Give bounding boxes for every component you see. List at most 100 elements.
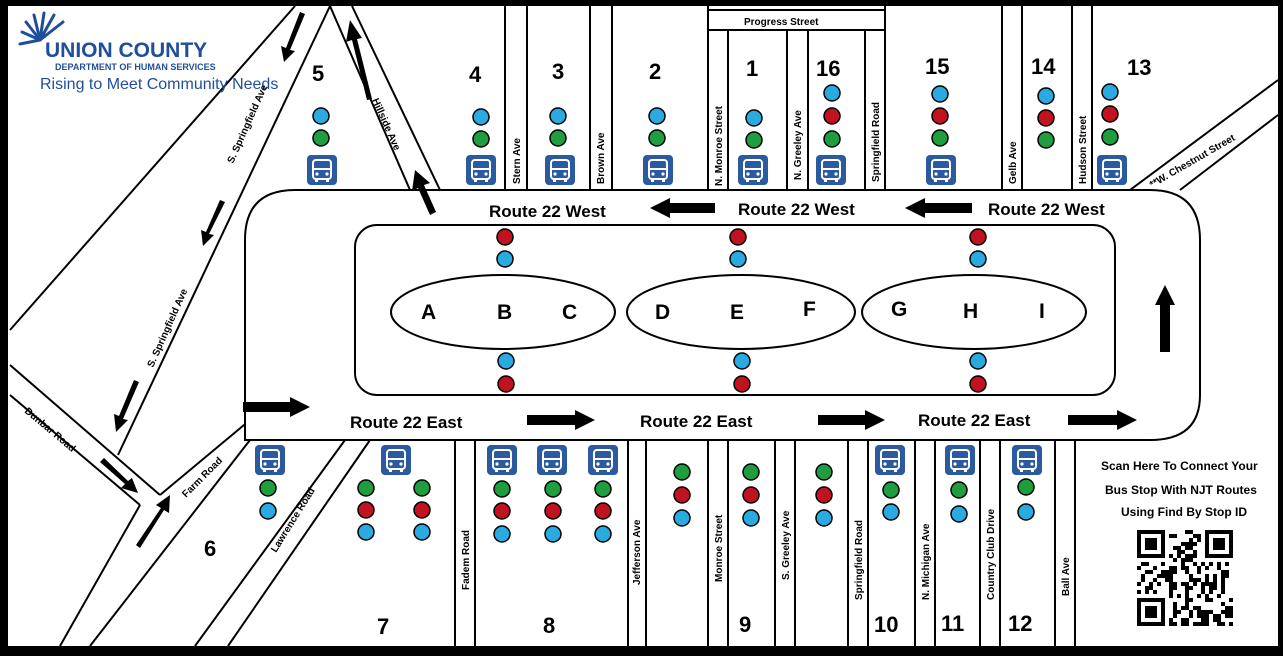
route-22-west-label-2: Route 22 West	[738, 200, 855, 219]
blue-route-dot	[497, 352, 515, 370]
bus-icon	[738, 155, 768, 185]
stop-number-16: 16	[816, 56, 840, 81]
red-route-dot	[594, 502, 612, 520]
green-route-dot	[745, 131, 763, 149]
bus-icon	[545, 155, 575, 185]
green-route-dot	[312, 129, 330, 147]
arrow-up-icon	[412, 170, 436, 215]
arrow-right-icon	[243, 397, 310, 417]
stop-number-12: 12	[1008, 611, 1032, 636]
green-route-dot	[815, 463, 833, 481]
red-route-dot	[496, 228, 514, 246]
green-route-dot	[549, 129, 567, 147]
blue-route-dot	[357, 523, 375, 541]
street-springfield-road-south: Springfield Road	[854, 520, 865, 600]
blue-route-dot	[544, 525, 562, 543]
blue-route-dot	[742, 509, 760, 527]
stop-number-9: 9	[739, 612, 751, 637]
qr-code[interactable]	[1135, 528, 1235, 628]
red-route-dot	[931, 107, 949, 125]
bus-icon	[643, 155, 673, 185]
green-route-dot	[950, 481, 968, 499]
stop-number-11: 11	[941, 611, 964, 636]
blue-route-dot	[259, 502, 277, 520]
platform-letter-d: D	[655, 301, 670, 324]
platform-letter-i: I	[1039, 300, 1045, 323]
union-county-logo: UNION COUNTY DEPARTMENT OF HUMAN SERVICE…	[18, 11, 278, 93]
blue-route-dot	[1037, 87, 1055, 105]
green-route-dot	[472, 130, 490, 148]
platform-ghi	[861, 274, 1087, 350]
platform-letter-g: G	[891, 298, 907, 321]
street-n-michigan: N. Michigan Ave	[921, 523, 932, 600]
arrow-left-icon	[650, 198, 715, 218]
stop-number-6: 6	[204, 536, 216, 561]
qr-caption-line1: Scan Here To Connect Your	[1101, 459, 1258, 473]
red-route-dot	[823, 107, 841, 125]
stop-number-7: 7	[377, 614, 389, 639]
bus-icon	[945, 445, 975, 475]
blue-route-dot	[472, 108, 490, 126]
street-n-monroe: N. Monroe Street	[714, 105, 725, 186]
logo-sunburst-icon	[18, 11, 65, 46]
street-ball: Ball Ave	[1061, 557, 1072, 596]
red-route-dot	[1037, 109, 1055, 127]
bus-icon	[466, 155, 496, 185]
blue-route-dot	[969, 352, 987, 370]
arrow-right-icon	[818, 410, 885, 430]
bus-icon	[307, 155, 337, 185]
street-s-greeley: S. Greeley Ave	[781, 510, 792, 580]
qr-caption-line2: Bus Stop With NJT Routes	[1105, 483, 1257, 497]
red-route-dot	[544, 502, 562, 520]
logo-org: UNION COUNTY	[45, 39, 207, 62]
green-route-dot	[493, 480, 511, 498]
bus-icon	[816, 155, 846, 185]
bus-icon	[875, 445, 905, 475]
arrow-left-icon	[905, 198, 972, 218]
stop-number-4: 4	[469, 62, 482, 87]
blue-route-dot	[1017, 503, 1035, 521]
green-route-dot	[594, 480, 612, 498]
blue-route-dot	[312, 107, 330, 125]
red-route-dot	[969, 228, 987, 246]
blue-route-dot	[882, 503, 900, 521]
route-dots	[259, 83, 1119, 543]
logo-dept: DEPARTMENT OF HUMAN SERVICES	[55, 62, 216, 72]
arrow-down-icon	[114, 380, 139, 432]
street-jefferson: Jefferson Ave	[632, 519, 643, 585]
stop-number-10: 10	[874, 612, 898, 637]
route-22-east-label-2: Route 22 East	[640, 412, 753, 431]
street-gelb: Gelb Ave	[1008, 141, 1019, 184]
stop-number-15: 15	[925, 54, 949, 79]
red-route-dot	[493, 502, 511, 520]
green-route-dot	[1017, 478, 1035, 496]
bus-icon	[1012, 445, 1042, 475]
blue-route-dot	[745, 109, 763, 127]
street-monroe: Monroe Street	[714, 514, 725, 582]
blue-route-dot	[823, 84, 841, 102]
green-route-dot	[882, 481, 900, 499]
blue-route-dot	[815, 509, 833, 527]
red-route-dot	[413, 501, 431, 519]
route-22-east-label-1: Route 22 East	[350, 413, 463, 432]
red-route-dot	[357, 501, 375, 519]
street-n-greeley: N. Greeley Ave	[793, 110, 804, 180]
green-route-dot	[931, 129, 949, 147]
street-country-club: Country Club Drive	[986, 508, 997, 600]
platform-letter-c: C	[562, 301, 577, 324]
bus-icon	[487, 445, 517, 475]
bus-icon	[588, 445, 618, 475]
platform-letter-f: F	[803, 298, 816, 321]
green-route-dot	[823, 130, 841, 148]
red-route-dot	[969, 375, 987, 393]
arrow-up-icon	[346, 20, 372, 100]
blue-route-dot	[733, 352, 751, 370]
route-22-west-label-1: Route 22 West	[489, 202, 606, 221]
red-route-dot	[733, 375, 751, 393]
stop-number-8: 8	[543, 613, 555, 638]
blue-route-dot	[729, 250, 747, 268]
blue-route-dot	[496, 250, 514, 268]
green-route-dot	[413, 479, 431, 497]
street-fadem: Fadem Road	[461, 530, 472, 590]
stop-number-1: 1	[746, 56, 758, 81]
